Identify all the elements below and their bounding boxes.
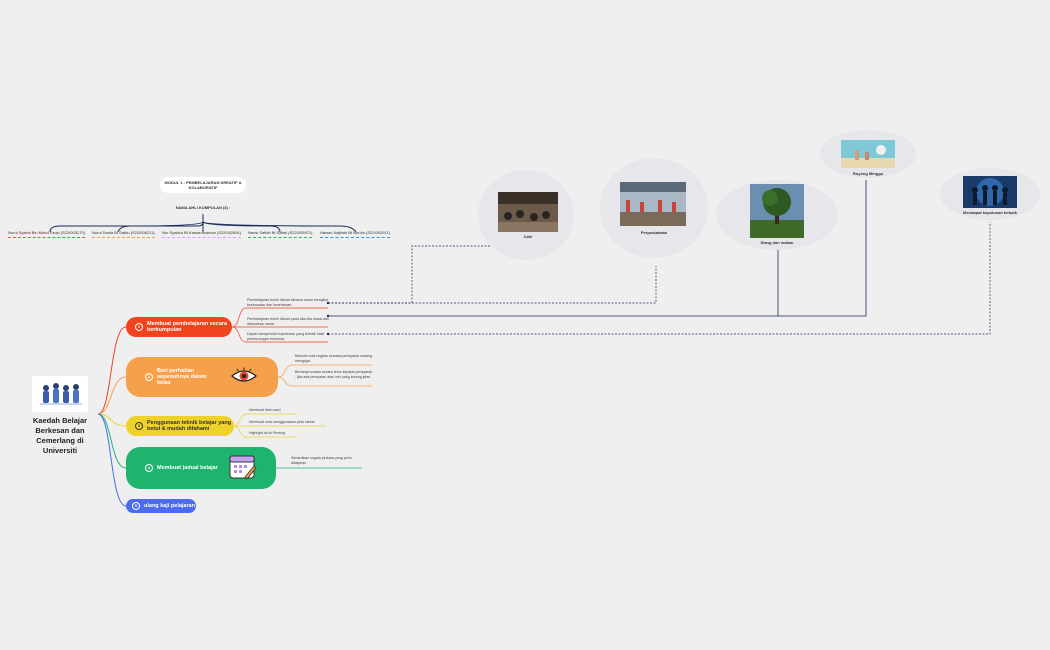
success-photo (963, 176, 1017, 208)
branch-label: Penggunaan teknik belajar yang betul & m… (147, 420, 232, 432)
central-title: Kaedah Belajar Berkesan dan Cemerlang di… (32, 416, 88, 455)
group-label: NAMA AHLI KUMPULAN (3) : (175, 205, 231, 210)
central-topic[interactable]: Kaedah Belajar Berkesan dan Cemerlang di… (28, 376, 92, 456)
branch-study-schedule[interactable]: 4 Membuat jadual belajar (126, 447, 276, 489)
branch2-sub-2: Bertanya soalan secara terus kepada pens… (295, 370, 373, 379)
place-best-result[interactable]: Mendapat keputusan terbaik (940, 168, 1040, 220)
branch-label: Beri perhatian sepenuhnya dalam kelas (157, 368, 207, 386)
branch-number: 3 (135, 422, 143, 430)
branch-study-technique[interactable]: 3 Penggunaan teknik belajar yang betul &… (126, 416, 234, 436)
caption-weekend: Ruyong Minggu (852, 171, 884, 176)
place-cafe[interactable]: Cafe (478, 170, 574, 260)
caption-library: Perpustakaan (640, 230, 668, 235)
member-1: Nurul Syaimi Bin Mohd Fauzi (S22/003170) (8, 230, 85, 238)
branch4-sub-1: Senaraikan segala perkara yang perlu dis… (291, 456, 352, 465)
branch3-sub-2: Membuat nota menggunakan peta minda (249, 420, 315, 424)
cafe-photo (498, 192, 558, 232)
weekend-photo (841, 140, 895, 168)
caption-cafe: Cafe (523, 234, 533, 239)
caption-best-result: Mendapat keputusan terbaik (962, 210, 1017, 215)
place-library[interactable]: Perpustakaan (600, 158, 708, 258)
branch-full-attention[interactable]: 2 Beri perhatian sepenuhnya dalam kelas (126, 357, 278, 397)
member-5: Hawan Najihah Bt Nordin (S22/002911) (320, 230, 390, 238)
branch-label: Membuat pembelajaran secara berkumpulan (147, 321, 228, 333)
branch1-sub-2: Pembelajaran boleh dibuat pada bila-bila… (247, 317, 329, 326)
place-day-night[interactable]: Siang dan malam (716, 180, 838, 250)
branch-revision[interactable]: 5 ulang kaji pelajaran (126, 499, 196, 513)
branch-group-learning[interactable]: 1 Membuat pembelajaran secara berkumpula… (126, 317, 232, 337)
library-photo (620, 182, 686, 226)
member-2: Nurul Dania Bt Sabtu (S22/006211) (92, 230, 155, 238)
branch3-sub-1: Membuat flash card (249, 408, 281, 412)
branch-number: 2 (145, 373, 153, 381)
eye-icon (231, 367, 257, 387)
calendar-icon (227, 452, 257, 484)
branch-number: 1 (135, 323, 143, 331)
member-3: Nur Syakira Bt Kamarulzaman (S22/002691) (162, 230, 242, 238)
place-weekend[interactable]: Ruyong Minggu (820, 130, 916, 178)
branch3-sub-3: Highlight isi isi Penting (249, 431, 285, 435)
tree-photo (750, 184, 804, 238)
branch2-sub-1: Menulis nota ringkas semasa pensyarah se… (295, 354, 373, 363)
member-4: Nerisi Safiah Bt Safari (S22/005971) (248, 230, 313, 238)
branch-label: Membuat jadual belajar (157, 465, 218, 471)
module-title: MODUL 1 : PEMBELAJARAN KREATIF & KOLABOR… (160, 177, 246, 193)
branch-number: 4 (145, 464, 153, 472)
graduates-illustration (32, 376, 88, 412)
branch1-sub-1: Pembelajaran boleh dibuat dimana-mana me… (247, 298, 329, 307)
branch1-sub-3: Dapat memperoleh keputusan yang terbaik … (247, 332, 325, 341)
caption-day-night: Siang dan malam (760, 240, 794, 245)
branch-label: ulang kaji pelajaran (144, 503, 196, 509)
branch-number: 5 (132, 502, 140, 510)
